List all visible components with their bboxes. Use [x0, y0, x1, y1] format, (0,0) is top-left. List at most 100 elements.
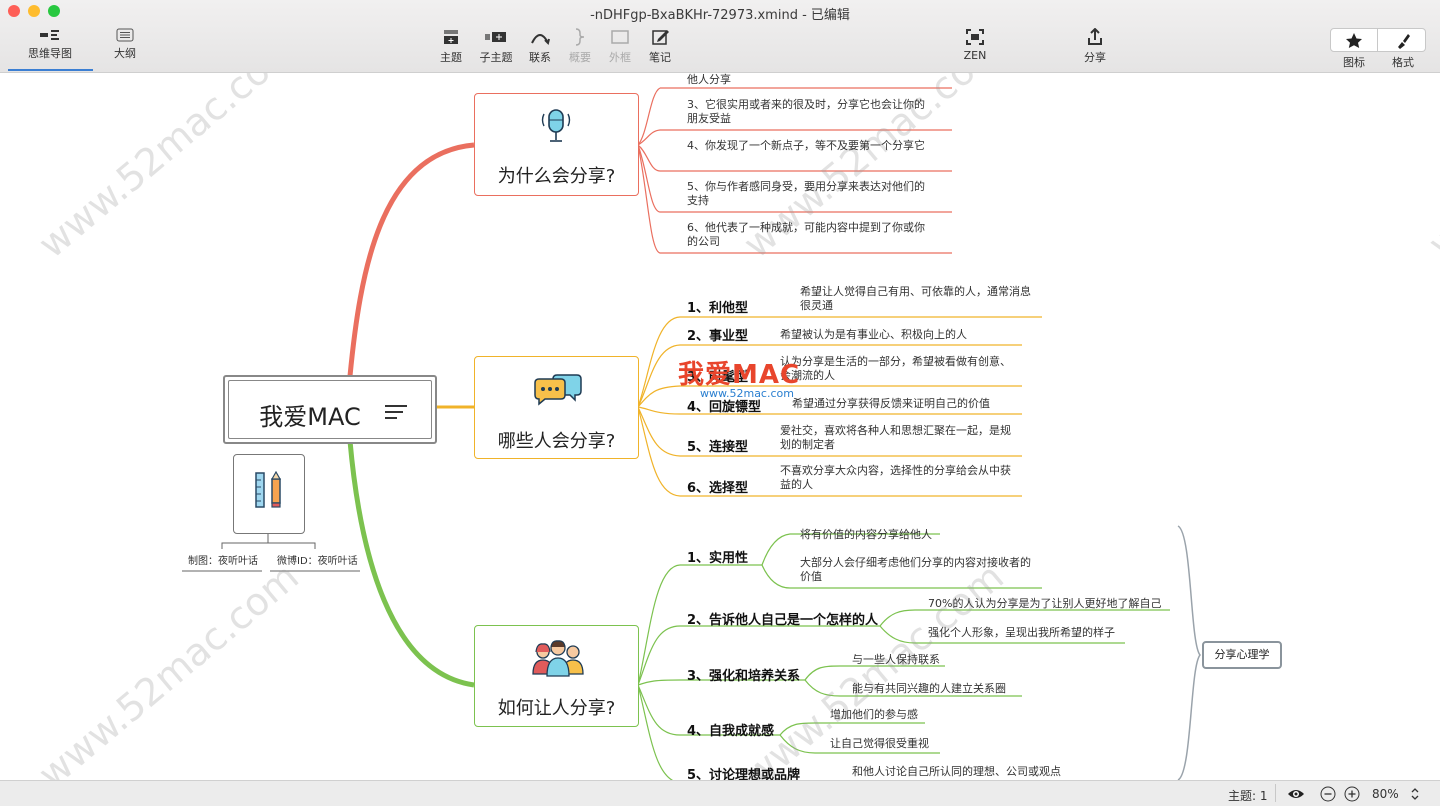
how-item-1-detail-2[interactable]: 大部分人会仔细考虑他们分享的内容对接收者的价值 [800, 556, 1031, 583]
zoom-window-button[interactable] [48, 5, 60, 17]
topic-who-share-label: 哪些人会分享? [497, 431, 616, 452]
mindmap-icon [40, 30, 59, 40]
topic-who-share[interactable]: 哪些人会分享? [474, 356, 639, 459]
icon-panel-button[interactable] [1330, 28, 1378, 52]
chat-bubbles-icon [534, 374, 582, 406]
how-item-1-detail-1[interactable]: 将有价值的内容分享给他人 [800, 528, 932, 541]
tab-outline-label: 大纲 [114, 47, 136, 60]
zen-icon [966, 29, 984, 45]
how-item-3[interactable]: 3、强化和培养关系 [687, 669, 801, 684]
window-title: -nDHFgp-BxaBKHr-72973.xmind - 已编辑 [590, 8, 850, 23]
notes-icon [652, 30, 669, 45]
eye-icon[interactable] [1287, 787, 1305, 801]
why-leaf-5[interactable]: 5、你与作者感同身受，要用分享来表达对他们的支持 [687, 180, 925, 207]
zoom-out-icon[interactable] [1320, 786, 1336, 802]
how-item-3-detail-2[interactable]: 能与有共同兴趣的人建立关系圈 [852, 682, 1006, 695]
mindmap-canvas[interactable]: www.52mac.com www.52mac.com www.52mac.co… [0, 73, 1440, 780]
zoom-level[interactable]: 80% [1372, 787, 1399, 801]
how-item-connectors [637, 533, 1170, 780]
why-leaf-6[interactable]: 6、他代表了一种成就，可能内容中提到了你或你的公司 [687, 221, 925, 248]
who-item-5[interactable]: 5、连接型 [687, 440, 749, 455]
relationship-label: 联系 [529, 51, 551, 64]
how-item-2-detail-2[interactable]: 强化个人形象，呈现出我所希望的样子 [928, 626, 1115, 639]
topic-how-share[interactable]: 如何让人分享? [474, 625, 639, 727]
insert-subtopic-label: 子主题 [479, 51, 513, 64]
topic-count: 主题: 1 [1228, 789, 1268, 803]
insert-topic-button[interactable]: 主题 [421, 28, 481, 65]
share-icon [1088, 28, 1102, 45]
summary-button[interactable]: 概要 [550, 28, 610, 65]
who-desc-1[interactable]: 希望让人觉得自己有用、可依靠的人，通常消息很灵通 [800, 285, 1031, 312]
credit-weibo: 微博ID：夜听叶话 [277, 556, 358, 567]
notes-indicator-icon[interactable] [385, 404, 409, 420]
who-item-2[interactable]: 2、事业型 [687, 329, 749, 344]
who-desc-4[interactable]: 希望通过分享获得反馈来证明自己的价值 [792, 397, 990, 410]
format-panel-label: 格式 [1392, 56, 1414, 69]
boundary-label: 外框 [609, 51, 631, 64]
topic-how-share-label: 如何让人分享? [497, 698, 616, 719]
zen-button[interactable]: ZEN [945, 28, 1005, 62]
credit-topic[interactable] [233, 454, 305, 534]
tab-outline[interactable]: 大纲 [95, 28, 155, 61]
zoom-stepper-icon[interactable] [1410, 787, 1420, 801]
topic-why-share[interactable]: 为什么会分享? [474, 93, 639, 196]
how-item-4-detail-2[interactable]: 让自己觉得很受重视 [830, 737, 929, 750]
insert-topic-label: 主题 [440, 51, 462, 64]
zoom-in-icon[interactable] [1344, 786, 1360, 802]
who-desc-2[interactable]: 希望被认为是有事业心、积极向上的人 [780, 328, 967, 341]
brush-icon [1398, 34, 1410, 49]
zen-label: ZEN [963, 49, 987, 62]
central-topic-label: 我爱MAC [259, 403, 361, 431]
how-item-5-detail-1[interactable]: 和他人讨论自己所认同的理想、公司或观点 [852, 765, 1061, 778]
why-leaf-2[interactable]: 他人分享 [687, 73, 731, 86]
why-leaf-3[interactable]: 3、它很实用或者来的很及时，分享它也会让你的朋友受益 [687, 98, 925, 125]
how-item-1[interactable]: 1、实用性 [687, 551, 749, 566]
topic-icon [444, 30, 458, 44]
relationship-icon [531, 34, 550, 45]
who-item-4[interactable]: 4、回旋镖型 [687, 400, 762, 415]
watermark-logo: 我爱MAC [678, 354, 800, 391]
ruler-pencil-icon [255, 471, 282, 508]
boundary-button[interactable]: 外框 [590, 28, 650, 65]
how-item-5[interactable]: 5、讨论理想或品牌 [687, 768, 801, 780]
central-topic[interactable]: 我爱MAC [223, 375, 437, 444]
who-desc-6[interactable]: 不喜欢分享大众内容，选择性的分享给会从中获益的人 [780, 464, 1011, 491]
who-item-3[interactable]: 3、时髦型 [687, 370, 749, 385]
how-item-4-detail-1[interactable]: 增加他们的参与感 [830, 708, 918, 721]
share-button[interactable]: 分享 [1065, 28, 1125, 65]
who-item-6[interactable]: 6、选择型 [687, 481, 749, 496]
status-divider [1275, 784, 1276, 802]
branch-line-why [347, 142, 475, 377]
why-leaf-4[interactable]: 4、你发现了一个新点子，等不及要第一个分享它 [687, 139, 925, 152]
star-icon [1346, 33, 1362, 48]
icon-panel-label: 图标 [1343, 56, 1365, 69]
notes-button[interactable]: 笔记 [630, 28, 690, 65]
relationship-button[interactable]: 联系 [510, 28, 570, 65]
tab-mindmap[interactable]: 思维导图 [20, 28, 80, 61]
why-leaf-connectors [637, 87, 952, 254]
status-bar: 主题: 1 80% [0, 780, 1440, 806]
how-item-2-detail-1[interactable]: 70%的人认为分享是为了让别人更好地了解自己 [928, 597, 1162, 610]
summary-label: 概要 [569, 51, 591, 64]
watermark-logo-text: 我爱MAC [678, 360, 801, 390]
who-item-1[interactable]: 1、利他型 [687, 301, 749, 316]
who-desc-3[interactable]: 认为分享是生活的一部分，希望被看做有创意、会潮流的人 [780, 355, 1011, 382]
summary-topic[interactable]: 分享心理学 [1202, 641, 1282, 669]
active-tab-indicator [8, 69, 93, 71]
summary-icon [575, 28, 585, 46]
toolbar: -nDHFgp-BxaBKHr-72973.xmind - 已编辑 思维导图 大… [0, 0, 1440, 73]
how-item-2[interactable]: 2、告诉他人自己是一个怎样的人 [687, 613, 879, 628]
close-window-button[interactable] [8, 5, 20, 17]
branch-connectors [182, 87, 1201, 780]
how-item-3-detail-1[interactable]: 与一些人保持联系 [852, 653, 940, 666]
insert-subtopic-button[interactable]: 子主题 [466, 28, 526, 65]
credit-author: 制图：夜听叶话 [188, 556, 258, 567]
format-panel-button[interactable] [1378, 28, 1426, 52]
people-icon [532, 640, 584, 677]
how-item-4[interactable]: 4、自我成就感 [687, 724, 775, 739]
watermark-logo-url: www.52mac.com [700, 387, 794, 400]
who-desc-5[interactable]: 爱社交，喜欢将各种人和思想汇聚在一起，是规划的制定者 [780, 424, 1011, 451]
tab-mindmap-label: 思维导图 [28, 47, 72, 60]
minimize-window-button[interactable] [28, 5, 40, 17]
